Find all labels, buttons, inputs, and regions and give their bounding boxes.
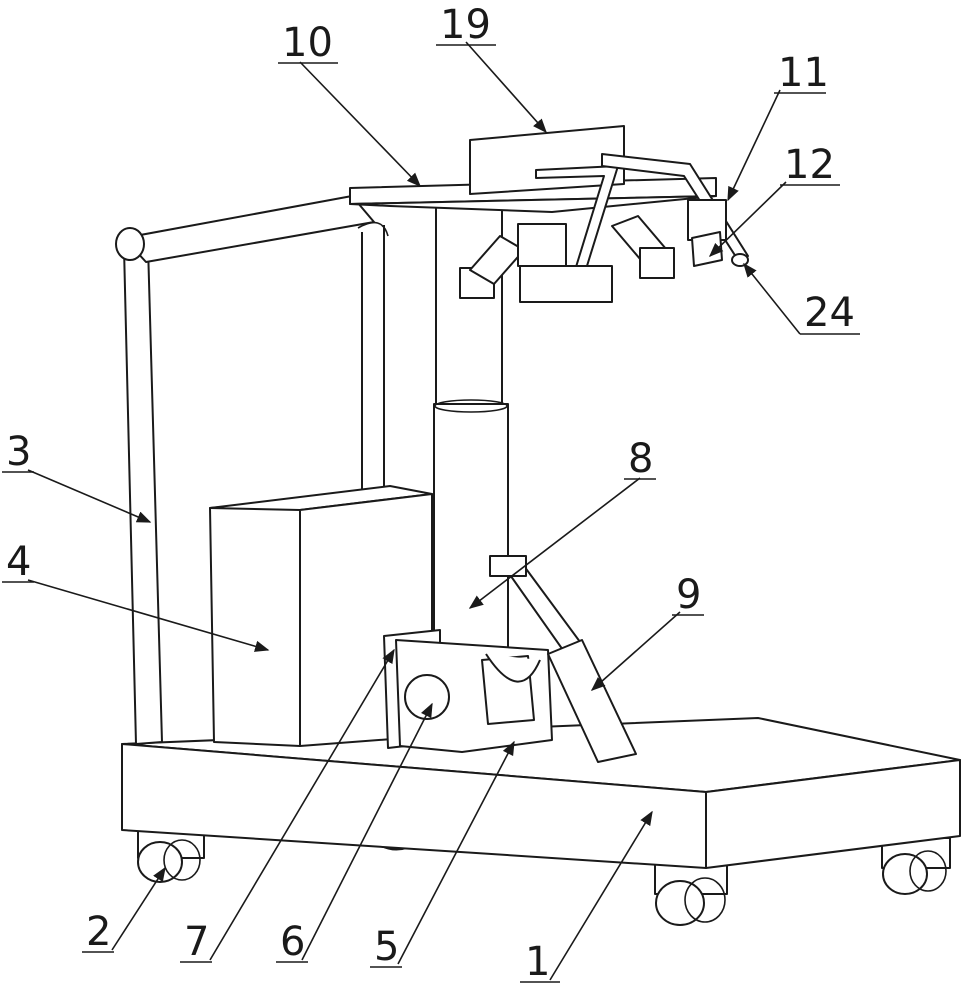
svg-text:19: 19 xyxy=(440,2,491,48)
clamp-right xyxy=(611,199,727,279)
svg-text:3: 3 xyxy=(6,429,31,475)
svg-text:11: 11 xyxy=(778,50,829,96)
hinge-block xyxy=(383,629,553,753)
svg-text:10: 10 xyxy=(282,20,333,66)
svg-text:2: 2 xyxy=(86,909,111,955)
svg-text:9: 9 xyxy=(676,572,701,618)
callout-11: 11 xyxy=(774,50,829,96)
callout-2: 2 xyxy=(82,909,114,955)
svg-text:6: 6 xyxy=(280,919,305,965)
callout-1: 1 xyxy=(520,939,560,985)
callout-5: 5 xyxy=(370,924,402,970)
callout-19: 19 xyxy=(436,2,496,48)
callout-7: 7 xyxy=(180,919,212,965)
callout-4: 4 xyxy=(2,539,34,585)
leader-lines xyxy=(27,41,801,981)
callout-10: 10 xyxy=(278,20,338,66)
callout-24: 24 xyxy=(800,290,860,336)
caster-front-right xyxy=(881,837,951,895)
callout-6: 6 xyxy=(276,919,308,965)
svg-text:7: 7 xyxy=(184,919,209,965)
support-brace xyxy=(489,555,637,763)
clamp-left xyxy=(459,223,613,303)
lift-column xyxy=(433,203,509,665)
caster-front-middle xyxy=(654,861,728,926)
svg-text:4: 4 xyxy=(6,539,31,585)
svg-text:1: 1 xyxy=(525,939,550,985)
svg-text:24: 24 xyxy=(804,290,855,336)
callout-3: 3 xyxy=(2,429,34,475)
svg-text:12: 12 xyxy=(784,142,835,188)
callout-12: 12 xyxy=(780,142,840,188)
caster-front-left xyxy=(137,827,205,883)
callout-9: 9 xyxy=(672,572,704,618)
svg-text:5: 5 xyxy=(374,924,399,970)
callout-8: 8 xyxy=(624,436,656,482)
svg-text:8: 8 xyxy=(628,436,653,482)
